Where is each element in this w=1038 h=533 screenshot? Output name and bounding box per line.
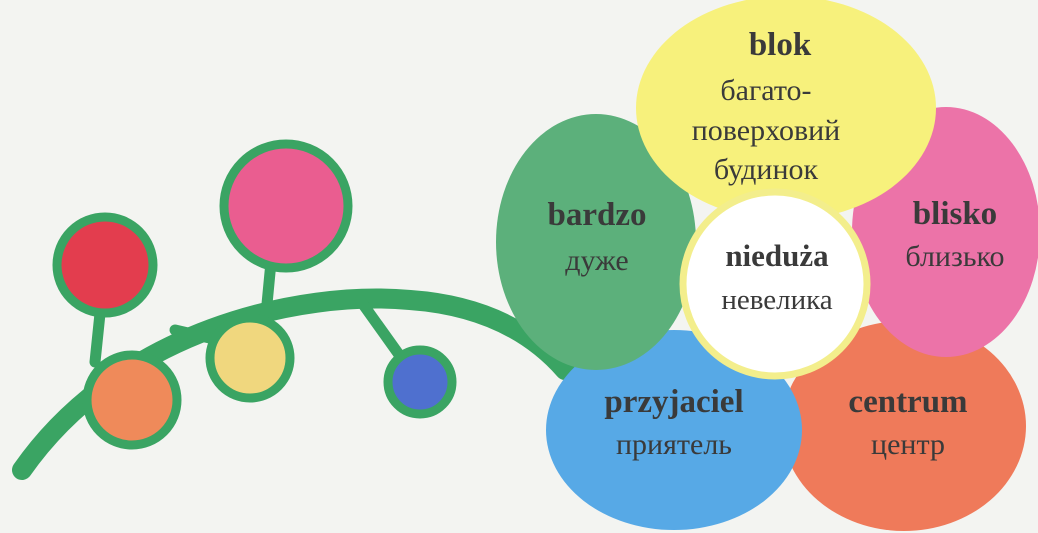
- petal-left-ukrainian: дуже: [565, 244, 629, 277]
- petal-top-ukrainian-1: багато-: [720, 74, 811, 107]
- petal-bottom-right-ukrainian: центр: [871, 428, 945, 461]
- petal-top-polish: blok: [749, 27, 812, 63]
- petal-left-polish: bardzo: [548, 197, 647, 233]
- petal-right-ukrainian: близько: [905, 240, 1004, 273]
- petal-left: [496, 114, 696, 370]
- berry-blue: [383, 345, 457, 419]
- petal-bottom-left-polish: przyjaciel: [604, 384, 743, 420]
- petal-top-ukrainian-2: поверховий: [692, 114, 841, 147]
- petal-bottom-left-ukrainian: приятель: [616, 428, 732, 461]
- petal-top-ukrainian-3: будинок: [714, 153, 819, 186]
- petal-left-text: bardzo дуже: [548, 197, 647, 277]
- petal-bottom-right-text: centrum центр: [848, 384, 967, 461]
- flower-petals: [496, 0, 1038, 531]
- branch: [12, 139, 575, 480]
- petal-top: [636, 0, 936, 220]
- petal-bottom-right-polish: centrum: [848, 384, 967, 420]
- center-ukrainian: невелика: [721, 284, 832, 316]
- petal-top-text: blok багато- поверховий будинок: [692, 27, 841, 186]
- berry-orange: [82, 350, 182, 450]
- petal-bottom-left: [546, 330, 802, 530]
- petal-right-polish: blisko: [913, 196, 997, 232]
- berry-yellow: [205, 313, 295, 403]
- petal-right-text: blisko близько: [905, 196, 1004, 273]
- center-polish: nieduża: [725, 238, 829, 273]
- berry-red: [52, 212, 158, 318]
- petal-bottom-right: [782, 321, 1026, 531]
- flower-center: [679, 188, 871, 380]
- berry-pink: [219, 139, 353, 273]
- petal-bottom-left-text: przyjaciel приятель: [604, 384, 743, 461]
- center-text: nieduża невелика: [721, 238, 832, 316]
